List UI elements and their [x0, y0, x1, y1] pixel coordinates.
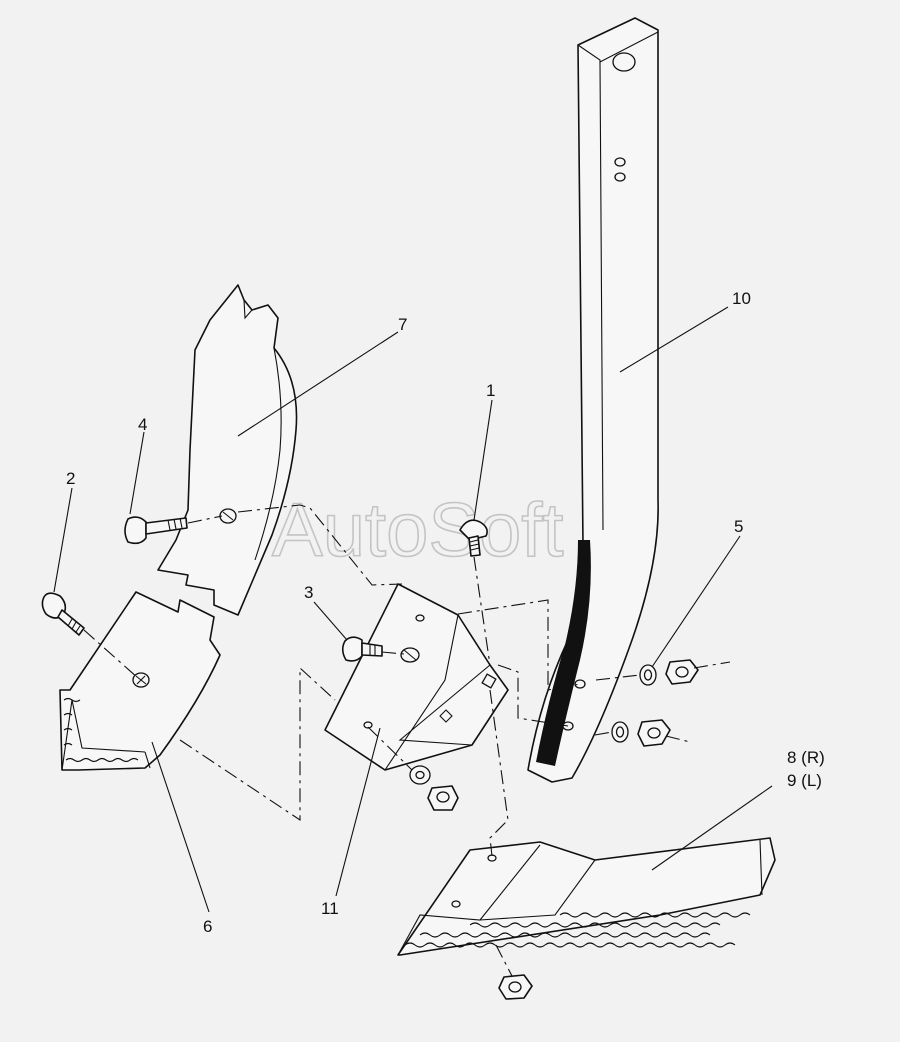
nut-share [498, 974, 533, 1000]
bracket-part-11 [324, 583, 509, 771]
watermark-text: AutoSoft [272, 488, 564, 573]
callout-3: 3 [304, 583, 313, 602]
callout-10: 10 [732, 289, 751, 308]
callout-4: 4 [138, 415, 147, 434]
share-part-8-9 [397, 837, 776, 956]
callout-1: 1 [486, 381, 495, 400]
point-part-6 [59, 591, 221, 771]
shank-part-10 [527, 17, 659, 783]
callout-8: 8 (R) [787, 748, 825, 767]
leader-lines [53, 306, 773, 913]
weld-texture [63, 697, 139, 763]
bolt-part-4 [124, 516, 188, 545]
callout-2: 2 [66, 469, 75, 488]
callout-11: 11 [321, 899, 339, 918]
callout-6: 6 [203, 917, 212, 936]
guard-part-7 [157, 284, 298, 616]
callout-7: 7 [398, 315, 407, 334]
callout-9: 9 (L) [787, 771, 822, 790]
assembly-lines [83, 504, 731, 977]
bolt-part-2 [41, 592, 85, 636]
washer-nut-part-5-lower [611, 719, 671, 747]
washer-nut-part-5-upper [639, 659, 699, 686]
weld-texture-share [404, 912, 751, 948]
washer-nut-bracket [409, 765, 459, 811]
bolt-part-3 [341, 636, 383, 662]
bolt-part-1 [459, 519, 488, 557]
callout-5: 5 [734, 517, 743, 536]
